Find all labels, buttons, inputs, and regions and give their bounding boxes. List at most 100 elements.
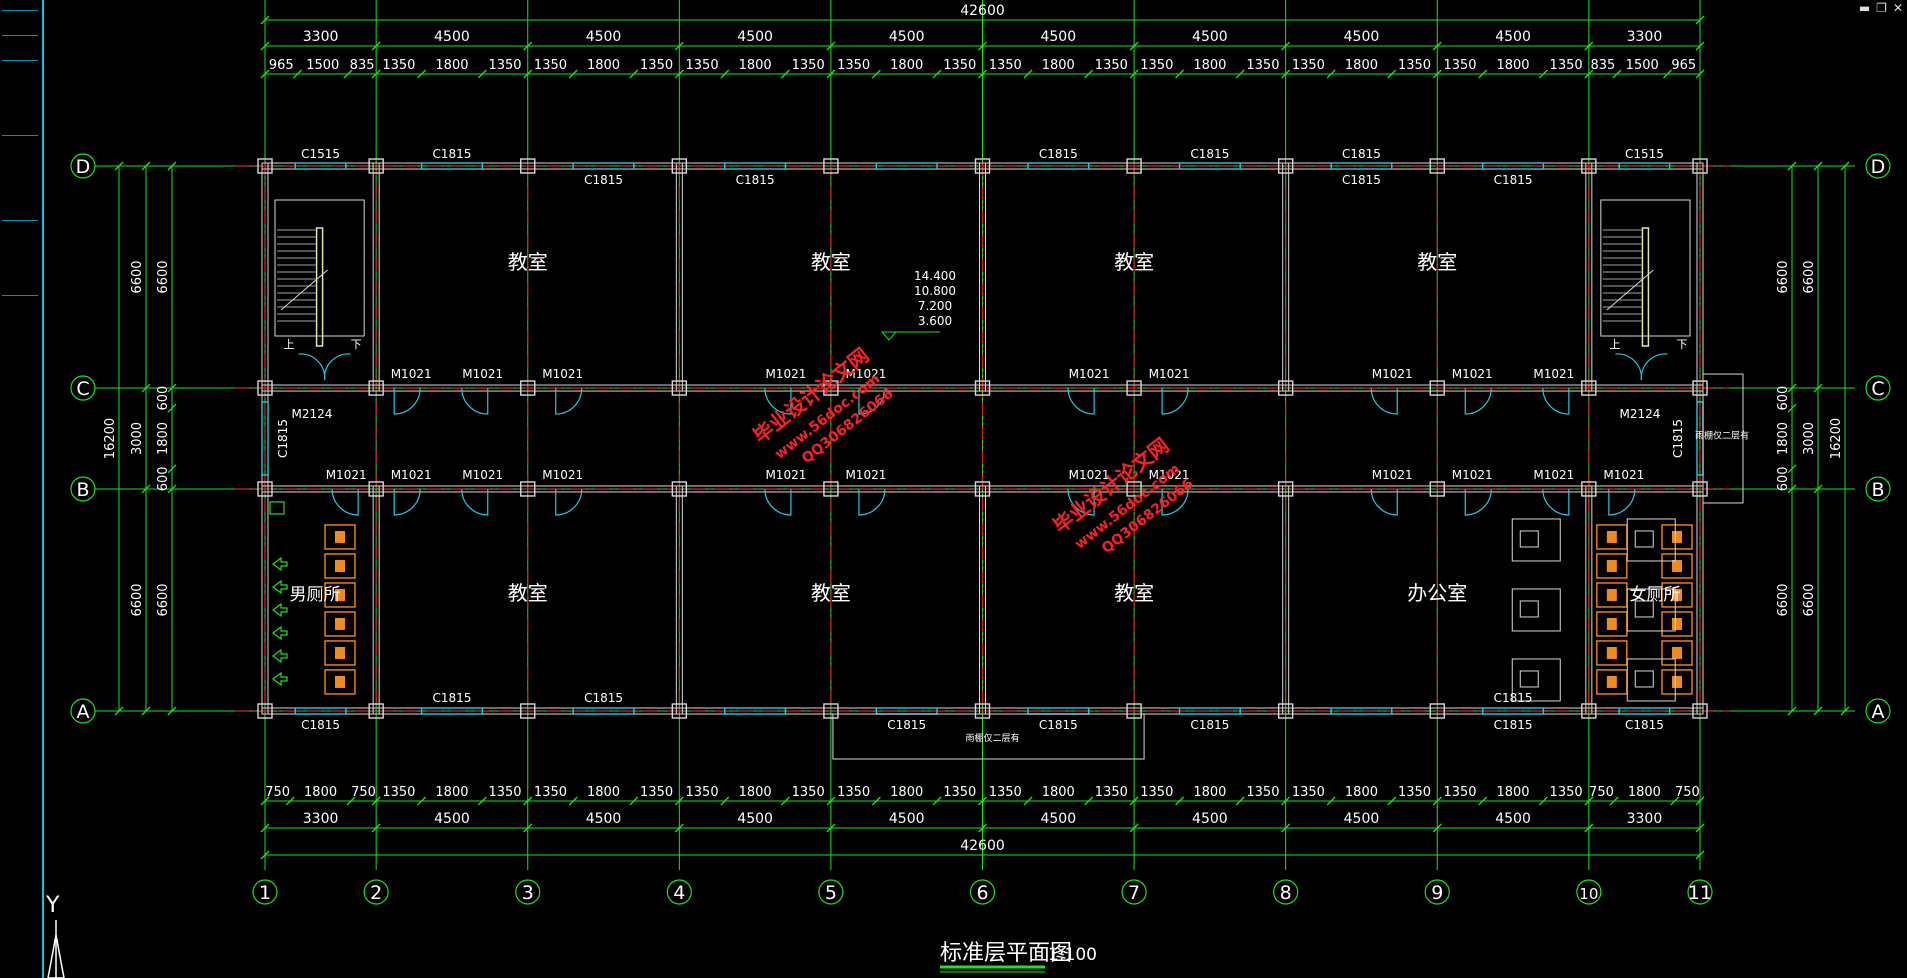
window-strip — [1330, 707, 1393, 715]
dim-total-left: 16200 — [103, 418, 118, 459]
axis-label-col: 3 — [522, 882, 534, 904]
dim-detail-top: 1800 — [1496, 58, 1529, 73]
dim-tick — [1584, 69, 1594, 79]
dim-detail-top: 1350 — [837, 58, 870, 73]
structural-column — [520, 481, 536, 497]
door-swing — [555, 488, 583, 516]
dim-detail-bottom: 1800 — [1496, 785, 1529, 800]
axis-label-col: 8 — [1280, 882, 1292, 904]
structural-column — [974, 380, 991, 396]
dim-tick — [629, 69, 639, 79]
dim-detail-bottom: 1350 — [382, 785, 415, 800]
dim-tick — [1612, 69, 1622, 79]
axis-label-col: 6 — [976, 882, 988, 904]
window-label: C1815 — [1494, 173, 1533, 187]
dim-tick — [1695, 796, 1705, 806]
structural-column — [1277, 380, 1294, 396]
toilet-stall — [1661, 611, 1693, 637]
dim-tick — [674, 69, 684, 79]
stair-break-line — [280, 269, 328, 311]
structural-column — [1126, 481, 1142, 497]
minimize-icon[interactable]: ▬ — [1858, 1, 1871, 15]
door-swing-double — [1615, 353, 1643, 381]
office-chair — [1634, 670, 1654, 688]
office-desk — [1511, 658, 1561, 702]
dim-detail-bottom: 750 — [351, 785, 376, 800]
axis-bubble-col — [1273, 879, 1299, 905]
window-strip — [1618, 162, 1671, 170]
office-desk — [1626, 518, 1676, 562]
axis-bubble-row — [70, 476, 96, 502]
dim-tick — [1281, 41, 1291, 51]
dim-tick — [1129, 823, 1139, 833]
dim-bay-top: 3300 — [1627, 29, 1663, 45]
wall-partition — [1585, 485, 1593, 715]
canopy-note: 雨棚仅二层有 — [965, 732, 1019, 744]
door-label: M1021 — [765, 367, 806, 381]
window-label: C1515 — [1625, 147, 1664, 161]
room-label-classroom: 教室 — [1114, 250, 1154, 274]
door-swing — [764, 388, 792, 415]
stair-down-label: 下 — [351, 338, 362, 351]
axis-label-col: 5 — [825, 882, 837, 904]
door-label: M1021 — [1603, 468, 1644, 482]
restore-icon[interactable]: ❐ — [1876, 1, 1887, 15]
dim-tick — [285, 796, 295, 806]
dim-inner-right: 6600 — [1776, 583, 1791, 616]
dim-bay-bottom: 4500 — [1040, 811, 1076, 827]
dim-detail-top: 1350 — [534, 58, 567, 73]
window-strip — [572, 707, 635, 715]
dim-detail-top: 1800 — [435, 58, 468, 73]
structural-column — [671, 380, 688, 396]
dim-tick — [826, 796, 836, 806]
dim-tick — [1813, 383, 1823, 393]
dim-tick — [523, 823, 533, 833]
axis-bubble-row — [70, 698, 96, 724]
door-swing — [461, 388, 489, 415]
floor-drain — [269, 501, 285, 515]
close-icon[interactable]: ✕ — [1892, 1, 1903, 15]
dim-tick — [1235, 796, 1245, 806]
dim-total-top: 42600 — [960, 3, 1005, 19]
window-label-side: C1815 — [276, 419, 290, 458]
toilet-fixture — [1672, 675, 1682, 688]
door-swing — [1067, 388, 1095, 415]
dim-tick — [1695, 850, 1705, 860]
dim-tick — [141, 161, 151, 171]
door-swing — [1464, 388, 1492, 415]
dim-tick — [141, 706, 151, 716]
dim-bay-top: 4500 — [1040, 29, 1076, 45]
dim-detail-bottom: 750 — [1589, 785, 1614, 800]
axis-bubble-col — [363, 879, 389, 905]
dim-tick — [1609, 796, 1619, 806]
window-strip — [875, 162, 938, 170]
toilet-stall — [1661, 524, 1693, 550]
dim-detail-top: 1350 — [1246, 58, 1279, 73]
window-strip — [420, 162, 483, 170]
axis-bubble-row — [1865, 375, 1891, 401]
dim-inner-left: 600 — [156, 466, 171, 491]
office-chair — [1519, 600, 1539, 618]
axis-label-col: 4 — [673, 882, 685, 904]
toilet-fixture — [1606, 617, 1617, 630]
structural-column — [823, 703, 839, 719]
axis-label-row: D — [1871, 156, 1886, 178]
window-label: C1815 — [887, 718, 926, 732]
window-strip — [572, 162, 635, 170]
dim-detail-top: 965 — [1671, 58, 1696, 73]
window-label: C1815 — [1494, 718, 1533, 732]
dim-detail-bottom: 1350 — [488, 785, 521, 800]
toilet-fixture — [335, 675, 345, 688]
toilet-stall — [1661, 553, 1693, 579]
elevation-value: 3.600 — [918, 314, 952, 328]
structural-column — [1277, 703, 1294, 719]
door-swing — [393, 488, 421, 516]
dim-tick — [568, 69, 578, 79]
stair-up-label: 上 — [1609, 338, 1620, 351]
dim-tick — [167, 464, 177, 474]
dim-detail-bottom: 1800 — [304, 785, 337, 800]
room-label-womens-wc: 女厕所 — [1630, 585, 1681, 605]
dim-tick — [1175, 69, 1185, 79]
